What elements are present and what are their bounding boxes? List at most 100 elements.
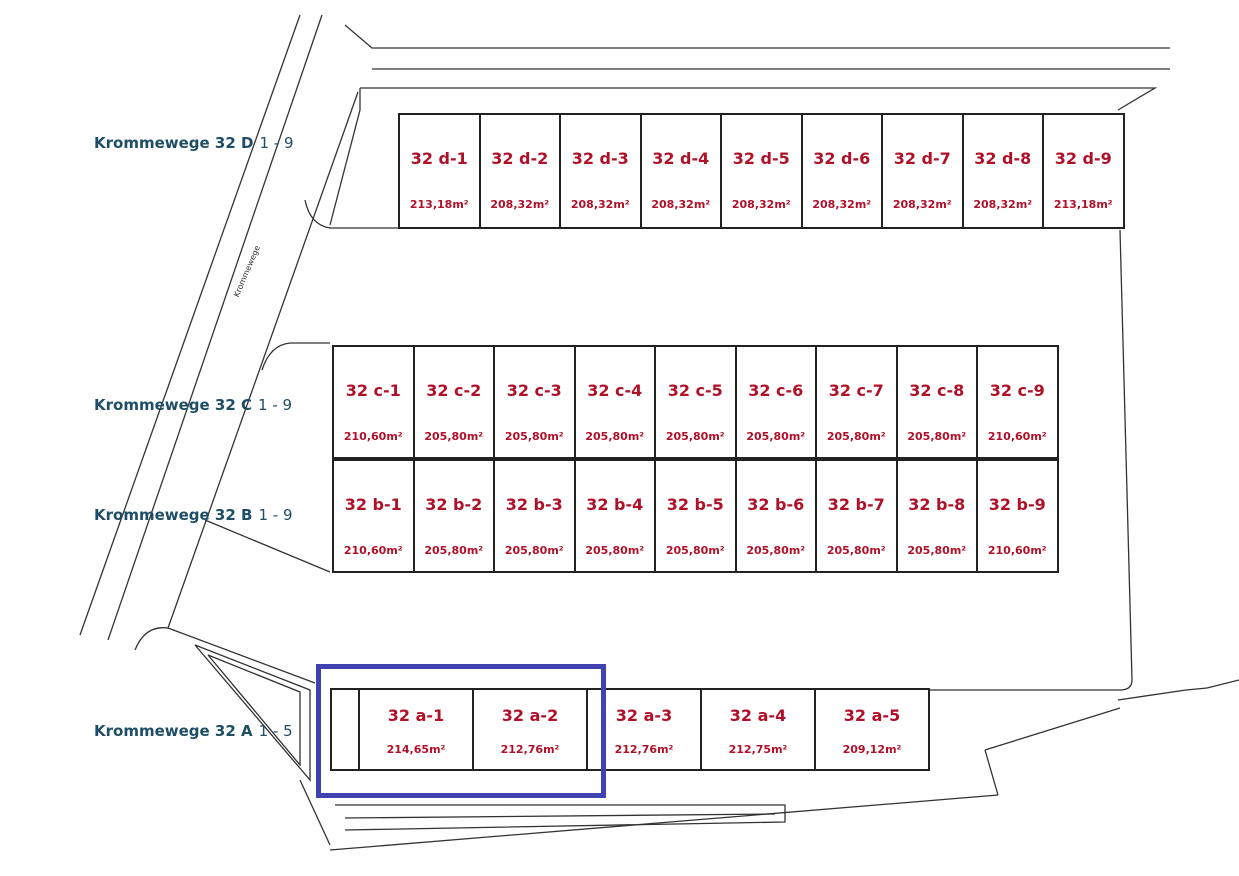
unit-b-4[interactable]: 32 b-4 205,80m²: [573, 459, 656, 573]
unit-c-1[interactable]: 32 c-1 210,60m²: [332, 345, 415, 459]
unit-c-5[interactable]: 32 c-5 205,80m²: [654, 345, 737, 459]
row-name: Krommewege 32 A: [94, 722, 253, 740]
unit-area: 205,80m²: [907, 544, 967, 557]
row-name: Krommewege 32 C: [94, 396, 253, 414]
unit-c-4[interactable]: 32 c-4 205,80m²: [573, 345, 656, 459]
unit-label: 32 b-6: [747, 495, 805, 514]
unit-label: 32 a-2: [501, 706, 559, 725]
unit-label: 32 c-2: [426, 381, 482, 400]
unit-area: 208,32m²: [892, 198, 952, 211]
unit-c-7[interactable]: 32 c-7 205,80m²: [815, 345, 898, 459]
unit-d-9[interactable]: 32 d-9 213,18m²: [1042, 113, 1125, 229]
unit-area: 205,80m²: [746, 430, 806, 443]
unit-area: 209,12m²: [842, 743, 902, 756]
unit-label: 32 d-4: [652, 149, 710, 168]
unit-label: 32 d-3: [571, 149, 629, 168]
unit-area: 213,18m²: [1053, 198, 1113, 211]
unit-label: 32 c-1: [345, 381, 401, 400]
unit-label: 32 a-1: [387, 706, 445, 725]
unit-d-1[interactable]: 32 d-1 213,18m²: [398, 113, 481, 229]
unit-label: 32 d-9: [1054, 149, 1112, 168]
unit-c-6[interactable]: 32 c-6 205,80m²: [734, 345, 817, 459]
row-label-b: Krommewege 32 B 1 - 9: [94, 506, 293, 524]
unit-area: 208,32m²: [570, 198, 630, 211]
row-range: 1 - 9: [258, 506, 293, 524]
unit-label: 32 c-4: [587, 381, 643, 400]
unit-label: 32 b-1: [344, 495, 402, 514]
unit-label: 32 d-1: [410, 149, 468, 168]
unit-d-7[interactable]: 32 d-7 208,32m²: [881, 113, 964, 229]
unit-b-6[interactable]: 32 b-6 205,80m²: [734, 459, 817, 573]
unit-b-2[interactable]: 32 b-2 205,80m²: [412, 459, 495, 573]
unit-label: 32 a-5: [843, 706, 901, 725]
unit-label: 32 b-5: [666, 495, 724, 514]
unit-area: 205,80m²: [585, 430, 645, 443]
unit-label: 32 d-8: [974, 149, 1032, 168]
unit-a-5[interactable]: 32 a-5 209,12m²: [814, 688, 930, 771]
row-label-c: Krommewege 32 C 1 - 9: [94, 396, 292, 414]
unit-area: 212,76m²: [500, 743, 560, 756]
unit-label: 32 a-4: [729, 706, 787, 725]
unit-label: 32 c-9: [989, 381, 1045, 400]
unit-b-8[interactable]: 32 b-8 205,80m²: [895, 459, 978, 573]
unit-area: 205,80m²: [665, 430, 725, 443]
unit-label: 32 b-7: [827, 495, 885, 514]
unit-area: 212,75m²: [728, 743, 788, 756]
unit-d-2[interactable]: 32 d-2 208,32m²: [478, 113, 561, 229]
row-name: Krommewege 32 B: [94, 506, 253, 524]
unit-area: 208,32m²: [812, 198, 872, 211]
unit-area: 205,80m²: [424, 544, 484, 557]
unit-label: 32 c-7: [828, 381, 884, 400]
unit-label: 32 b-8: [908, 495, 966, 514]
unit-b-5[interactable]: 32 b-5 205,80m²: [654, 459, 737, 573]
unit-area: 208,32m²: [973, 198, 1033, 211]
unit-label: 32 c-6: [748, 381, 804, 400]
row-name: Krommewege 32 D: [94, 134, 254, 152]
row-range: 1 - 9: [259, 134, 294, 152]
unit-a-2[interactable]: 32 a-2 212,76m²: [472, 688, 588, 771]
unit-c-8[interactable]: 32 c-8 205,80m²: [895, 345, 978, 459]
unit-label: 32 c-5: [667, 381, 723, 400]
unit-area: 212,76m²: [614, 743, 674, 756]
unit-area: 205,80m²: [424, 430, 484, 443]
unit-label: 32 d-7: [893, 149, 951, 168]
unit-label: 32 b-2: [425, 495, 483, 514]
unit-label: 32 b-4: [586, 495, 644, 514]
unit-label: 32 c-3: [506, 381, 562, 400]
unit-c-9[interactable]: 32 c-9 210,60m²: [976, 345, 1059, 459]
row-range: 1 - 5: [258, 722, 293, 740]
row-label-a: Krommewege 32 A 1 - 5: [94, 722, 293, 740]
row-label-d: Krommewege 32 D 1 - 9: [94, 134, 294, 152]
unit-b-3[interactable]: 32 b-3 205,80m²: [493, 459, 576, 573]
unit-a-4[interactable]: 32 a-4 212,75m²: [700, 688, 816, 771]
unit-d-8[interactable]: 32 d-8 208,32m²: [961, 113, 1044, 229]
unit-label: 32 c-8: [909, 381, 965, 400]
unit-area: 205,80m²: [907, 430, 967, 443]
unit-b-7[interactable]: 32 b-7 205,80m²: [815, 459, 898, 573]
unit-area: 208,32m²: [490, 198, 550, 211]
unit-area: 213,18m²: [409, 198, 469, 211]
unit-area: 208,32m²: [731, 198, 791, 211]
unit-label: 32 d-2: [491, 149, 549, 168]
unit-label: 32 b-3: [505, 495, 563, 514]
unit-label: 32 a-3: [615, 706, 673, 725]
unit-area: 210,60m²: [343, 430, 403, 443]
row-range: 1 - 9: [258, 396, 293, 414]
unit-area: 205,80m²: [585, 544, 645, 557]
unit-area: 205,80m²: [826, 544, 886, 557]
unit-area: 205,80m²: [746, 544, 806, 557]
unit-c-3[interactable]: 32 c-3 205,80m²: [493, 345, 576, 459]
unit-area: 205,80m²: [826, 430, 886, 443]
unit-c-2[interactable]: 32 c-2 205,80m²: [412, 345, 495, 459]
unit-d-3[interactable]: 32 d-3 208,32m²: [559, 113, 642, 229]
unit-area: 210,60m²: [987, 430, 1047, 443]
unit-area: 205,80m²: [665, 544, 725, 557]
unit-area: 205,80m²: [504, 544, 564, 557]
unit-area: 205,80m²: [504, 430, 564, 443]
